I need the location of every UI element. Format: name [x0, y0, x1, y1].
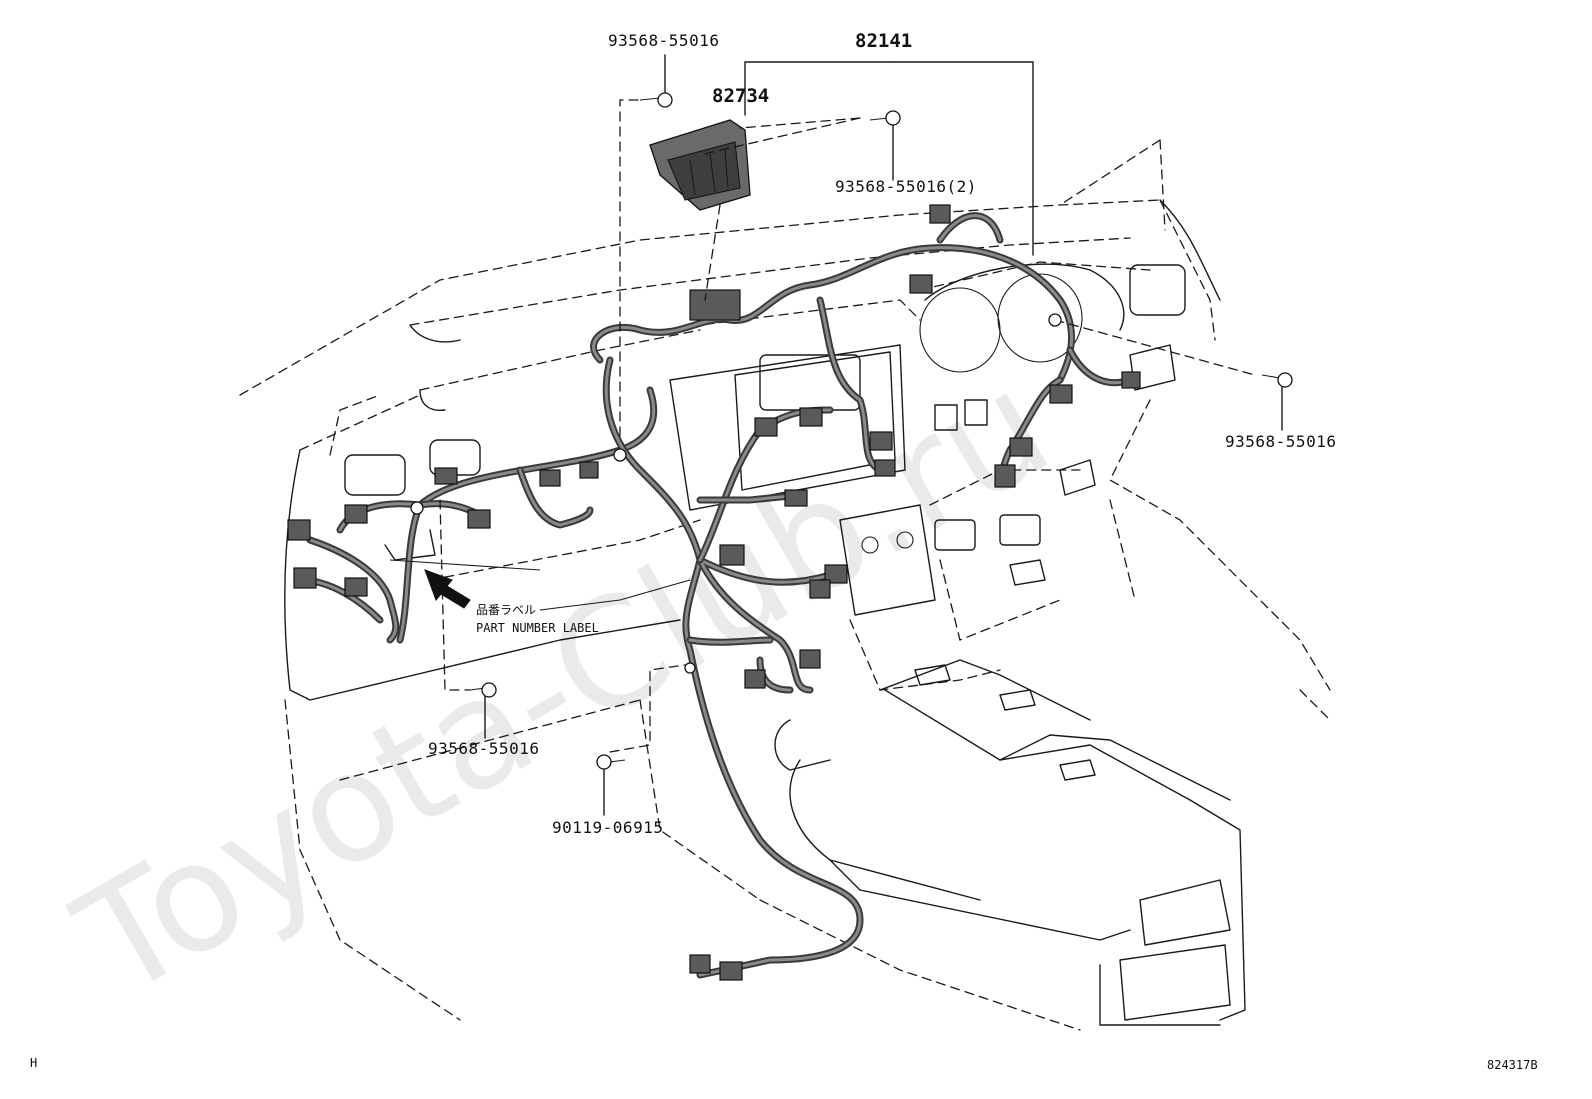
label-bolt-top: 93568-55016 [608, 31, 719, 50]
label-82734: 82734 [712, 85, 769, 107]
label-bolt-bracket: 93568-55016(2) [835, 177, 977, 196]
label-bolt-lower-left: 93568-55016 [428, 739, 539, 758]
harness-connectors [287, 204, 1141, 981]
label-clamp: 90119-06915 [552, 818, 663, 837]
bracket-82734 [649, 119, 751, 211]
diagram-id: 824317B [1487, 1058, 1538, 1072]
bolt-right-icon [1261, 372, 1293, 388]
bolts [410, 92, 1293, 770]
part-number-labels: 82141 82734 93568-55016 93568-55016(2) 9… [30, 30, 1538, 1072]
callout-lines [484, 54, 1283, 816]
bolt-lower-left-icon [469, 682, 497, 698]
clamp-icon [596, 754, 626, 770]
leader-lines [389, 99, 1256, 753]
part-label-arrow-icon [424, 569, 471, 609]
label-part-number-en: PART NUMBER LABEL [476, 621, 599, 635]
label-part-number-jp: 品番ラベル [476, 603, 536, 617]
bolt-top-icon [639, 92, 673, 108]
corner-mark: H [30, 1056, 37, 1070]
bolt-bracket-icon [869, 110, 901, 126]
label-82141: 82141 [855, 30, 912, 52]
wire-harness [296, 212, 1134, 979]
label-bolt-right: 93568-55016 [1225, 432, 1336, 451]
